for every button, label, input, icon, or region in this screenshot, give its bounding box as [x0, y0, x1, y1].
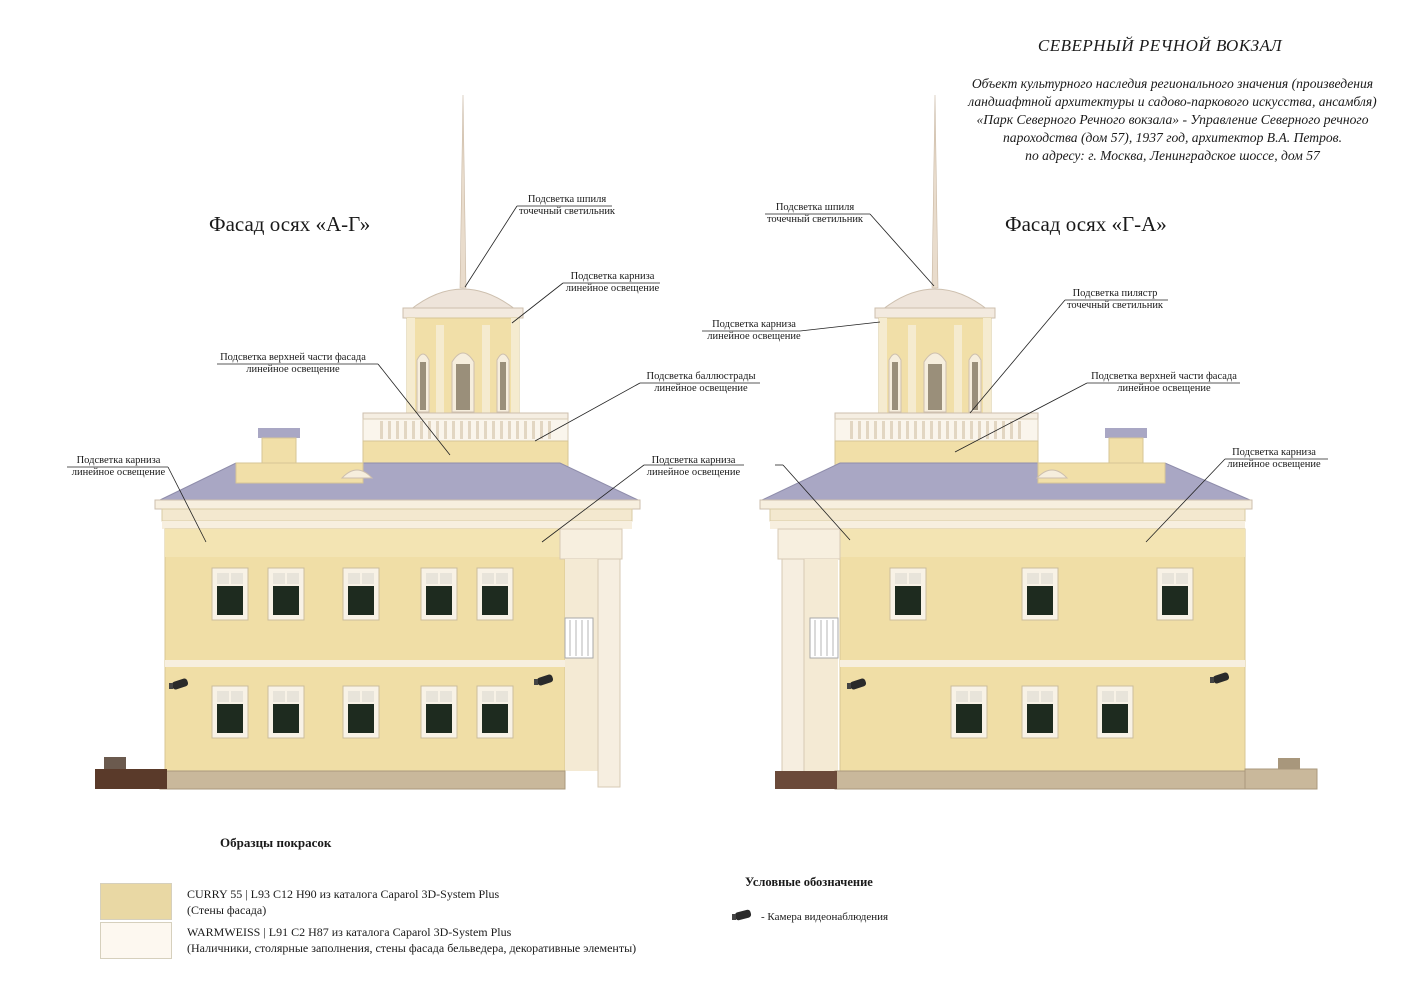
camera-icon	[732, 909, 752, 921]
label-pilasters-lighting: Подсветка пилястр точечный светильник	[1066, 288, 1164, 311]
swatch-warmweiss-text: WARMWEISS | L91 C2 H87 из каталога Capar…	[187, 925, 637, 955]
leader-lines-left	[67, 205, 760, 543]
swatch-warmweiss	[100, 922, 172, 959]
label-cornice-lighting: Подсветка карниза линейное освещение	[646, 455, 741, 478]
swatch-curry	[100, 883, 172, 920]
swatches-heading: Образцы покрасок	[220, 835, 332, 850]
label-upper-facade-lighting: Подсветка верхней части фасада линейное …	[1091, 371, 1237, 394]
label-spire-lighting: Подсветка шпиля точечный светильник	[518, 194, 616, 217]
description-line: Объект культурного наследия региональног…	[971, 76, 1374, 91]
label-upper-facade-lighting: Подсветка верхней части фасада линейное …	[220, 352, 366, 375]
facade-right-building	[759, 94, 1318, 790]
description-line: «Парк Северного Речного вокзала» - Управ…	[976, 112, 1369, 127]
object-description: Объект культурного наследия региональног…	[950, 75, 1395, 165]
facade-left-building	[95, 94, 641, 790]
leader-lines-right	[702, 213, 1328, 543]
sheet-title: СЕВЕРНЫЙ РЕЧНОЙ ВОКЗАЛ	[1037, 36, 1283, 55]
swatch-curry-text: CURRY 55 | L93 C12 H90 из каталога Capar…	[187, 887, 500, 917]
description-line: по адресу: г. Москва, Ленинградское шосс…	[1025, 148, 1320, 163]
label-cornice-lighting: Подсветка карниза линейное освещение	[565, 271, 660, 294]
legend-heading: Условные обозначение	[745, 875, 873, 889]
label-cornice-lighting: Подсветка карниза линейное освещение	[1227, 447, 1321, 470]
description-line: пароходства (дом 57), 1937 год, архитект…	[1003, 130, 1342, 145]
label-cornice-lighting: Подсветка карниза линейное освещение	[71, 455, 166, 478]
label-cornice-lighting: Подсветка карниза линейное освещение	[707, 319, 801, 342]
facade-right-title: Фасад осях «Г-А»	[1005, 212, 1167, 236]
legend-camera-label: - Камера видеонаблюдения	[761, 911, 889, 923]
label-spire-lighting: Подсветка шпиля точечный светильник	[766, 202, 864, 225]
facade-left-title: Фасад осях «А-Г»	[209, 212, 371, 236]
label-balustrade-lighting: Подсветка баллюстрады линейное освещение	[646, 371, 756, 394]
description-line: ландшафтной архитектуры и садово-парково…	[968, 94, 1377, 109]
